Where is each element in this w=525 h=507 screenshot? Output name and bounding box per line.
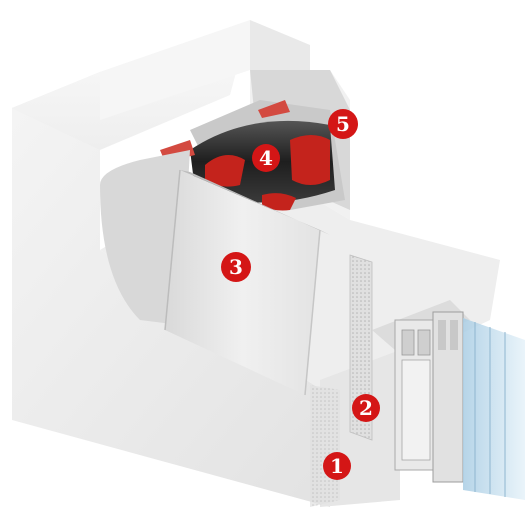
window-frame	[372, 300, 470, 483]
marker-1-circle	[323, 452, 351, 480]
marker-2: 2	[352, 394, 380, 422]
marker-4-circle	[252, 144, 280, 172]
marker-2-circle	[352, 394, 380, 422]
marker-3-circle	[221, 252, 251, 282]
marker-4-label: 4	[259, 146, 273, 170]
marker-1: 1	[323, 452, 351, 480]
marker-5-label: 5	[336, 112, 350, 136]
marker-5-circle	[328, 109, 358, 139]
foundation	[310, 385, 340, 507]
marker-5: 5	[328, 109, 358, 139]
edge-strip	[349, 254, 373, 441]
marker-1-label: 1	[330, 454, 344, 478]
window-glass	[463, 318, 525, 500]
marker-3-label: 3	[229, 255, 243, 279]
marker-3: 3	[221, 252, 251, 282]
lintel-cover	[100, 150, 330, 396]
marker-4: 4	[252, 144, 280, 172]
marker-2-label: 2	[359, 396, 373, 420]
